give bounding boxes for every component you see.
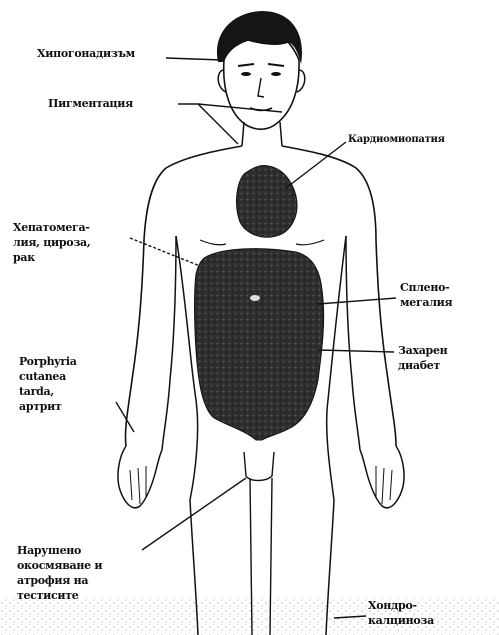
heart xyxy=(237,165,298,237)
label-hepatomegaly-line-2: лия, цироза, xyxy=(13,235,90,250)
label-impaired-line-2: окосмяване и xyxy=(17,558,102,573)
label-hepatomegaly-line-1: Хепатомега- xyxy=(13,220,90,235)
label-porphyria: Porphyria cutanea tarda, артрит xyxy=(19,354,77,414)
organ-highlight xyxy=(250,295,260,301)
liver-spleen-mass xyxy=(195,249,324,440)
label-cardiomyopathy-line: Кардиомиопатия xyxy=(348,132,445,147)
label-splenomegaly-line-2: мегалия xyxy=(400,295,452,310)
label-porphyria-line-4: артрит xyxy=(19,399,77,414)
label-porphyria-line-2: cutanea xyxy=(19,369,77,384)
label-impaired-line-4: тестисите xyxy=(17,588,102,603)
label-impaired-hair-testes: Нарушено окосмяване и атрофия на тестиси… xyxy=(17,543,102,603)
label-diabetes-line-2: диабет xyxy=(398,358,447,373)
label-chondrocalcinosis: Хондро- калциноза xyxy=(368,598,434,628)
label-hepatomegaly: Хепатомега- лия, цироза, рак xyxy=(13,220,90,265)
label-splenomegaly-line-1: Спленo- xyxy=(400,280,452,295)
label-porphyria-line-1: Porphyria xyxy=(19,354,77,369)
label-splenomegaly: Спленo- мегалия xyxy=(400,280,452,310)
groin xyxy=(244,452,274,481)
label-pigmentation: Пигментация xyxy=(48,96,133,111)
label-cardiomyopathy: Кардиомиопатия xyxy=(348,132,445,147)
label-chondrocalcinosis-line-2: калциноза xyxy=(368,613,434,628)
label-chondrocalcinosis-line-1: Хондро- xyxy=(368,598,434,613)
label-impaired-line-1: Нарушено xyxy=(17,543,102,558)
label-hepatomegaly-line-3: рак xyxy=(13,250,90,265)
label-impaired-line-3: атрофия на xyxy=(17,573,102,588)
head xyxy=(224,40,299,129)
label-hypogonadism-line: Хипогонадизъм xyxy=(37,46,135,61)
label-diabetes-line-1: Захарен xyxy=(398,343,447,358)
label-pigmentation-line: Пигментация xyxy=(48,96,133,111)
label-hypogonadism: Хипогонадизъм xyxy=(37,46,135,61)
label-porphyria-line-3: tarda, xyxy=(19,384,77,399)
label-diabetes: Захарен диабет xyxy=(398,343,447,373)
